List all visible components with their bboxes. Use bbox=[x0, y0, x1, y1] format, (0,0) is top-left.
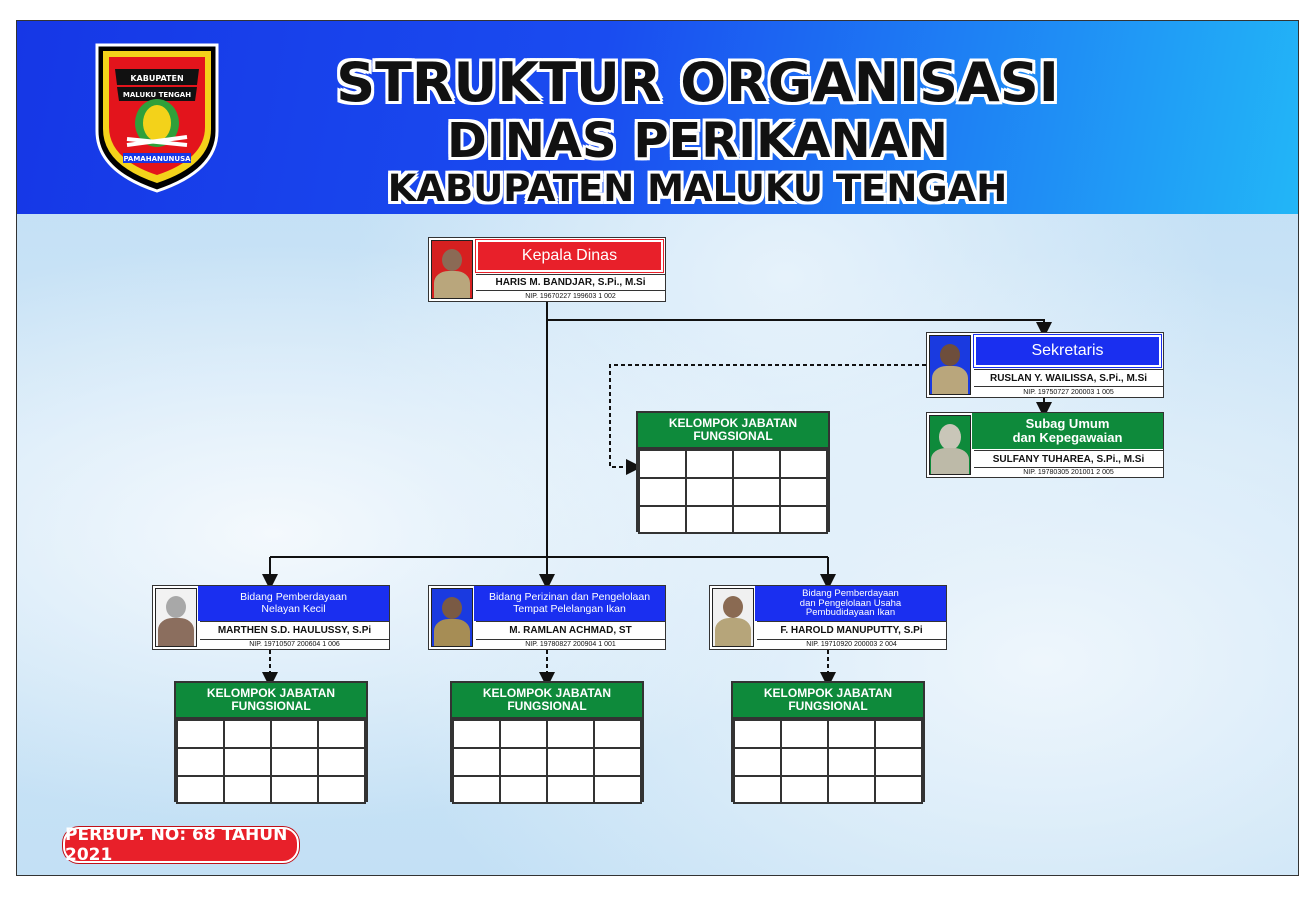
bidang2-photo bbox=[431, 588, 473, 647]
kelompok-header: KELOMPOK JABATAN FUNGSIONAL bbox=[452, 683, 642, 719]
sekretaris-photo bbox=[929, 335, 971, 395]
bidang1-name: MARTHEN S.D. HAULUSSY, S.Pi bbox=[200, 621, 389, 639]
bidang1-title: Bidang Pemberdayaan Nelayan Kecil bbox=[198, 586, 389, 621]
kepala-dinas-card: Kepala Dinas HARIS M. BANDJAR, S.Pi., M.… bbox=[428, 237, 666, 302]
subag-name: SULFANY TUHAREA, S.Pi., M.Si bbox=[974, 450, 1163, 467]
kelompok-grid bbox=[733, 719, 923, 804]
bidang3-title-line2: dan Pengelolaan Usaha bbox=[799, 597, 902, 609]
kelompok-line2: FUNGSIONAL bbox=[788, 699, 868, 713]
bidang3-name: F. HAROLD MANUPUTTY, S.Pi bbox=[757, 621, 946, 639]
emblem-text-line1: KABUPATEN bbox=[130, 74, 183, 83]
bidang2-title-line1: Bidang Perizinan dan Pengelolaan bbox=[488, 591, 651, 604]
kelompok-grid bbox=[638, 449, 828, 534]
kelompok-line1: KELOMPOK JABATAN bbox=[668, 416, 798, 430]
sekretaris-card: Sekretaris RUSLAN Y. WAILISSA, S.Pi., M.… bbox=[926, 332, 1164, 398]
bidang-pemberdayaan-nelayan-card: Bidang Pemberdayaan Nelayan Kecil MARTHE… bbox=[152, 585, 390, 650]
regency-emblem-icon: KABUPATEN MALUKU TENGAH PAMAHANUNUSA bbox=[95, 43, 219, 193]
kelompok-line1: KELOMPOK JABATAN bbox=[206, 686, 336, 700]
kelompok-fungsional-bidang2: KELOMPOK JABATAN FUNGSIONAL bbox=[450, 681, 644, 804]
kepala-photo bbox=[431, 240, 473, 299]
subag-title: Subag Umum dan Kepegawaian bbox=[972, 413, 1163, 449]
subag-umum-card: Subag Umum dan Kepegawaian SULFANY TUHAR… bbox=[926, 412, 1164, 478]
kepala-nip: NIP. 19670227 199603 1 002 bbox=[476, 290, 665, 301]
kelompok-header: KELOMPOK JABATAN FUNGSIONAL bbox=[733, 683, 923, 719]
kelompok-line2: FUNGSIONAL bbox=[507, 699, 587, 713]
bidang1-nip: NIP. 19710507 200604 1 006 bbox=[200, 639, 389, 649]
bidang2-nip: NIP. 19780827 200904 1 001 bbox=[476, 639, 665, 649]
bidang2-name: M. RAMLAN ACHMAD, ST bbox=[476, 621, 665, 639]
header-banner: KABUPATEN MALUKU TENGAH PAMAHANUNUSA STR… bbox=[17, 21, 1298, 214]
kelompok-fungsional-bidang3: KELOMPOK JABATAN FUNGSIONAL bbox=[731, 681, 925, 804]
kelompok-line1: KELOMPOK JABATAN bbox=[763, 686, 893, 700]
title-line-2: DINAS PERIKANAN bbox=[447, 113, 948, 169]
kelompok-line2: FUNGSIONAL bbox=[231, 699, 311, 713]
bidang3-photo bbox=[712, 588, 754, 647]
subag-photo bbox=[929, 415, 971, 475]
bidang1-photo bbox=[155, 588, 197, 647]
title-line-3: KABUPATEN MALUKU TENGAH bbox=[387, 167, 1008, 210]
kelompok-header: KELOMPOK JABATAN FUNGSIONAL bbox=[638, 413, 828, 449]
kelompok-fungsional-bidang1: KELOMPOK JABATAN FUNGSIONAL bbox=[174, 681, 368, 804]
kelompok-fungsional-sekretariat: KELOMPOK JABATAN FUNGSIONAL bbox=[636, 411, 830, 534]
title-line-1: STRUKTUR ORGANISASI bbox=[336, 51, 1059, 114]
bidang3-title-line1: Bidang Pemberdayaan bbox=[802, 587, 899, 599]
sekretaris-name: RUSLAN Y. WAILISSA, S.Pi., M.Si bbox=[974, 369, 1163, 386]
kepala-name: HARIS M. BANDJAR, S.Pi., M.Si bbox=[476, 274, 665, 290]
kelompok-line2: FUNGSIONAL bbox=[693, 429, 773, 443]
kelompok-grid bbox=[176, 719, 366, 804]
bidang1-title-line1: Bidang Pemberdayaan bbox=[240, 591, 347, 604]
bidang1-title-line2: Nelayan Kecil bbox=[261, 602, 326, 615]
bidang3-title: Bidang Pemberdayaan dan Pengelolaan Usah… bbox=[755, 586, 946, 621]
subag-title-line1: Subag Umum bbox=[1025, 416, 1110, 432]
kepala-title: Kepala Dinas bbox=[475, 239, 664, 273]
perbup-badge: PERBUP. NO: 68 TAHUN 2021 bbox=[63, 825, 299, 865]
bidang2-title: Bidang Perizinan dan Pengelolaan Tempat … bbox=[474, 586, 665, 621]
sekretaris-title: Sekretaris bbox=[973, 334, 1162, 368]
sekretaris-nip: NIP. 19750727 200003 1 005 bbox=[974, 386, 1163, 397]
bidang2-title-line2: Tempat Pelelangan Ikan bbox=[513, 602, 626, 615]
subag-nip: NIP. 19780305 201001 2 005 bbox=[974, 467, 1163, 477]
subag-title-line2: dan Kepegawaian bbox=[1012, 430, 1123, 445]
bidang-perizinan-card: Bidang Perizinan dan Pengelolaan Tempat … bbox=[428, 585, 666, 650]
emblem-text-line2: MALUKU TENGAH bbox=[123, 91, 191, 99]
kelompok-grid bbox=[452, 719, 642, 804]
bidang3-nip: NIP. 19710920 200003 2 004 bbox=[757, 639, 946, 649]
bidang3-title-line3: Pembudidayaan Ikan bbox=[805, 607, 896, 619]
emblem-motto: PAMAHANUNUSA bbox=[123, 155, 191, 163]
kelompok-header: KELOMPOK JABATAN FUNGSIONAL bbox=[176, 683, 366, 719]
kelompok-line1: KELOMPOK JABATAN bbox=[482, 686, 612, 700]
bidang-pembudidayaan-card: Bidang Pemberdayaan dan Pengelolaan Usah… bbox=[709, 585, 947, 650]
